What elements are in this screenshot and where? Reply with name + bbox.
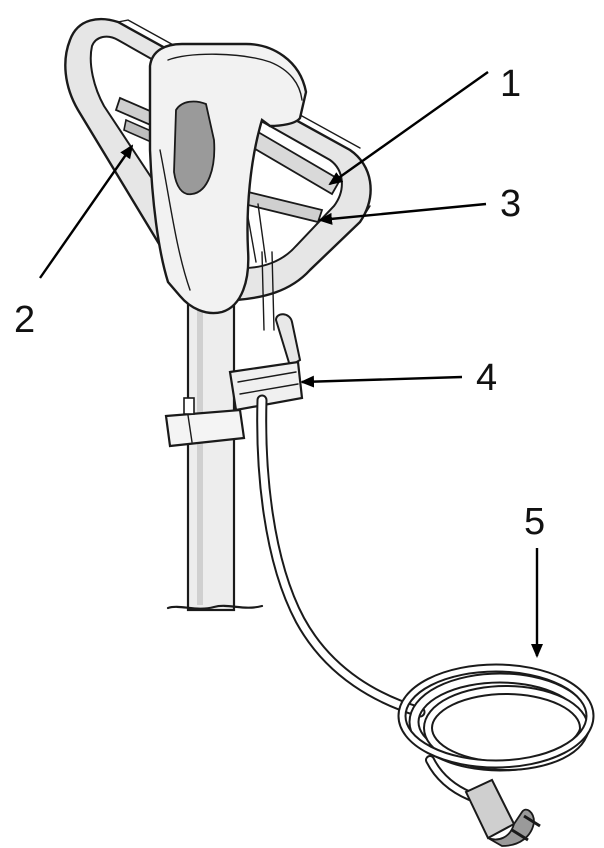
power-plug (464, 778, 541, 847)
leader-1 (328, 71, 489, 186)
callout-1: 1 (500, 63, 521, 105)
leader-2 (39, 144, 134, 279)
callout-2: 2 (14, 299, 35, 341)
shaft (166, 298, 264, 612)
cable-bracket (164, 251, 304, 448)
callout-5: 5 (524, 501, 545, 543)
callout-labels: 1 2 3 4 5 (14, 63, 545, 543)
leader-4 (300, 375, 463, 388)
grip-housing (148, 42, 308, 315)
leader-lines (39, 71, 543, 658)
callout-3: 3 (500, 183, 521, 225)
leader-3 (318, 202, 487, 225)
power-cable (256, 394, 595, 801)
callout-4: 4 (476, 357, 497, 399)
